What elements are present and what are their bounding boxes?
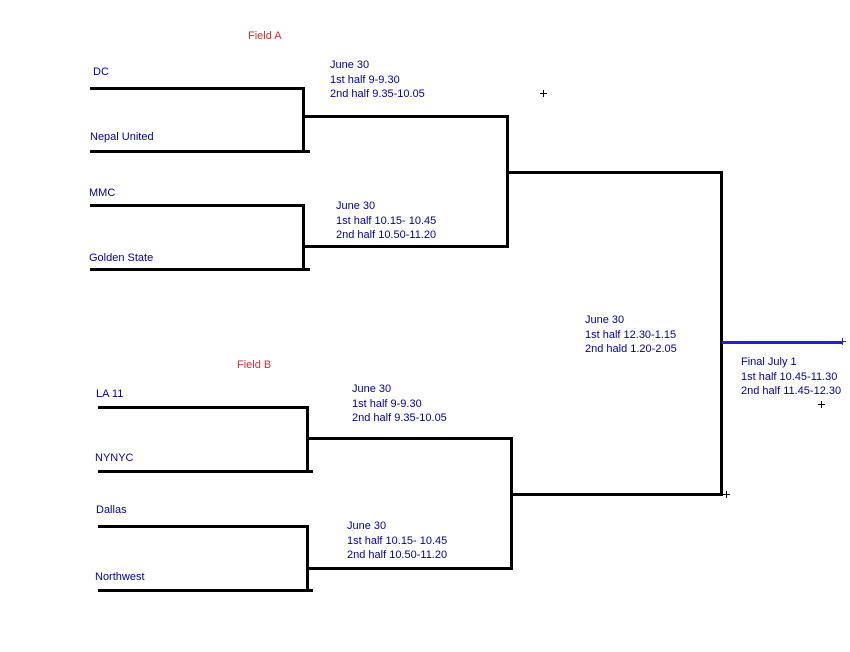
schedule-line: 1st half 12.30-1.15 [585, 328, 677, 341]
schedule-field-b-match1: June 30 1st half 9-9.30 2nd half 9.35-10… [352, 382, 447, 426]
schedule-line: Final July 1 [741, 356, 797, 368]
bracket-line-dc [90, 87, 305, 90]
champion-line [722, 341, 843, 344]
schedule-line: June 30 [330, 59, 370, 71]
bracket-vertical-semifinal-a [506, 115, 509, 248]
schedule-line: 1st half 10.45-11.30 [741, 370, 838, 383]
bracket-vertical-match-a2 [302, 204, 305, 271]
team-label-northwest: Northwest [95, 571, 145, 583]
connector-semifinal-b-winner [510, 493, 723, 496]
field-a-label: Field A [248, 30, 282, 42]
schedule-field-a-match2: June 30 1st half 10.15- 10.45 2nd half 1… [336, 199, 436, 243]
bracket-line-mmc [90, 204, 305, 207]
cursor-cross-artifact-blue [839, 338, 846, 345]
schedule-field-a-match1: June 30 1st half 9-9.30 2nd half 9.35-10… [330, 58, 425, 102]
schedule-line: June 30 [585, 314, 625, 326]
connector-match-a2-winner [302, 245, 509, 248]
schedule-line: 1st half 9-9.30 [352, 397, 422, 410]
bracket-vertical-final [720, 171, 723, 496]
connector-match-a1-winner [302, 115, 509, 118]
bracket-line-la-11 [98, 406, 309, 409]
bracket-line-nepal-united [90, 150, 310, 153]
schedule-line: June 30 [347, 520, 387, 532]
schedule-line: 2nd half 10.50-11.20 [347, 549, 448, 562]
connector-semifinal-a-winner [506, 171, 723, 174]
team-label-la-11: LA 11 [96, 388, 124, 400]
schedule-semifinal: June 30 1st half 12.30-1.15 2nd hald 1.2… [585, 313, 677, 357]
connector-match-b2-winner [306, 567, 513, 570]
cursor-cross-artifact [723, 491, 730, 498]
team-label-dallas: Dallas [96, 504, 127, 516]
team-label-golden-state: Golden State [89, 252, 154, 264]
schedule-line: 2nd half 11.45-12.30 [741, 385, 842, 398]
bracket-line-northwest [98, 589, 313, 592]
bracket-line-golden-state [90, 268, 310, 271]
connector-match-b1-winner [306, 437, 513, 440]
schedule-line: June 30 [336, 200, 376, 212]
schedule-final: Final July 1 1st half 10.45-11.30 2nd ha… [741, 355, 841, 399]
bracket-line-nynyc [98, 470, 313, 473]
bracket-line-dallas [98, 525, 309, 528]
schedule-line: 2nd half 9.35-10.05 [330, 88, 425, 101]
bracket-vertical-semifinal-b [510, 437, 513, 570]
schedule-line: June 30 [352, 383, 392, 395]
bracket-vertical-match-a1 [302, 87, 305, 153]
schedule-field-b-match2: June 30 1st half 10.15- 10.45 2nd half 1… [347, 519, 447, 563]
cursor-cross-artifact [540, 90, 547, 97]
schedule-line: 2nd hald 1.20-2.05 [585, 343, 677, 356]
cursor-cross-artifact [818, 401, 825, 408]
schedule-line: 1st half 9-9.30 [330, 73, 400, 86]
field-b-label: Field B [237, 359, 272, 371]
team-label-nynyc: NYNYC [95, 452, 134, 464]
schedule-line: 1st half 10.15- 10.45 [336, 214, 437, 227]
team-label-mmc: MMC [89, 187, 116, 199]
schedule-line: 2nd half 10.50-11.20 [336, 229, 437, 242]
bracket-vertical-match-b2 [306, 525, 309, 592]
team-label-nepal-united: Nepal United [90, 131, 154, 143]
schedule-line: 2nd half 9.35-10.05 [352, 412, 447, 425]
schedule-line: 1st half 10.15- 10.45 [347, 534, 448, 547]
team-label-dc: DC [93, 66, 109, 78]
